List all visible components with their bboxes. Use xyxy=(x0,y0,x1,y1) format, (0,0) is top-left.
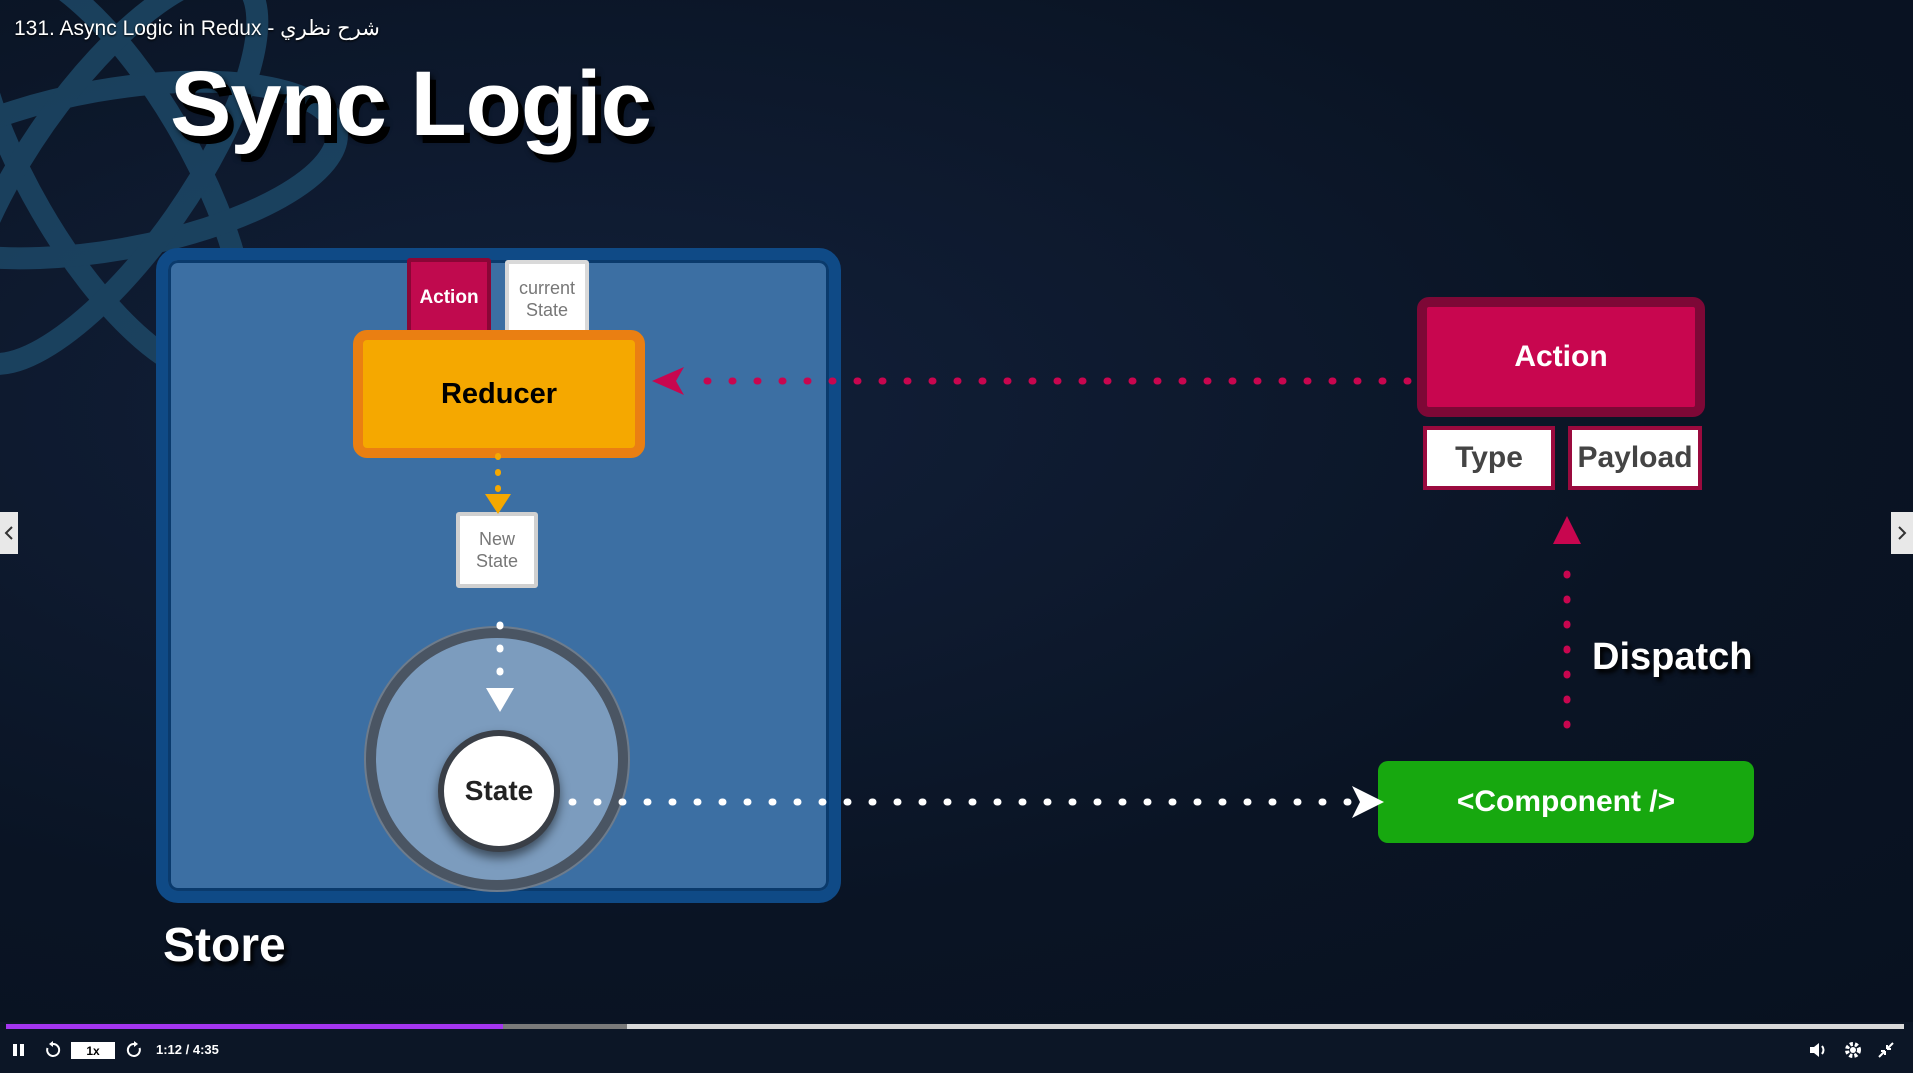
progress-bar[interactable] xyxy=(6,1024,1904,1029)
arrowhead-newstate xyxy=(485,494,511,514)
action-box: Action xyxy=(1417,297,1705,417)
player-controls: 1x 1:12 / 4:35 xyxy=(0,1030,1913,1073)
exit-fullscreen-button[interactable] xyxy=(1877,1041,1895,1059)
slide-title: Sync Logic xyxy=(170,53,652,155)
state-circle: State xyxy=(438,730,560,852)
pause-button[interactable] xyxy=(12,1042,26,1058)
volume-button[interactable] xyxy=(1808,1041,1828,1059)
payload-chip: Payload xyxy=(1568,426,1702,490)
next-lecture-button[interactable] xyxy=(1891,512,1913,554)
chevron-right-icon xyxy=(1898,526,1907,540)
lecture-slide: 131. Async Logic in Redux - شرح نظري Syn… xyxy=(0,0,1913,1022)
progress-played xyxy=(6,1024,504,1029)
reducer-box: Reducer xyxy=(353,330,645,458)
lecture-title: 131. Async Logic in Redux - شرح نظري xyxy=(14,17,380,40)
forward-button[interactable] xyxy=(125,1041,143,1059)
component-box: <Component /> xyxy=(1378,761,1754,843)
new-state-chip: New State xyxy=(456,512,538,588)
exit-fullscreen-icon xyxy=(1878,1042,1894,1058)
arrowhead-action xyxy=(1553,516,1581,544)
arrowhead-state xyxy=(486,688,514,712)
settings-button[interactable] xyxy=(1843,1040,1863,1060)
arrowhead-reducer xyxy=(652,367,684,395)
pause-icon xyxy=(13,1044,24,1056)
previous-lecture-button[interactable] xyxy=(0,512,18,554)
forward-icon xyxy=(126,1041,141,1057)
chevron-left-icon xyxy=(4,526,13,540)
gear-icon xyxy=(1845,1042,1861,1058)
dispatch-label: Dispatch xyxy=(1592,636,1753,678)
volume-icon xyxy=(1810,1043,1825,1057)
playback-speed-button[interactable]: 1x xyxy=(71,1042,115,1059)
arrowhead-component xyxy=(1352,786,1384,818)
type-chip: Type xyxy=(1423,426,1555,490)
store-label: Store xyxy=(163,919,286,972)
rewind-icon xyxy=(46,1041,61,1057)
action-chip-small: Action xyxy=(407,258,491,338)
rewind-button[interactable] xyxy=(44,1041,62,1059)
time-display: 1:12 / 4:35 xyxy=(156,1042,219,1057)
current-state-chip: current State xyxy=(505,260,589,338)
flow-arrows xyxy=(485,367,1581,818)
